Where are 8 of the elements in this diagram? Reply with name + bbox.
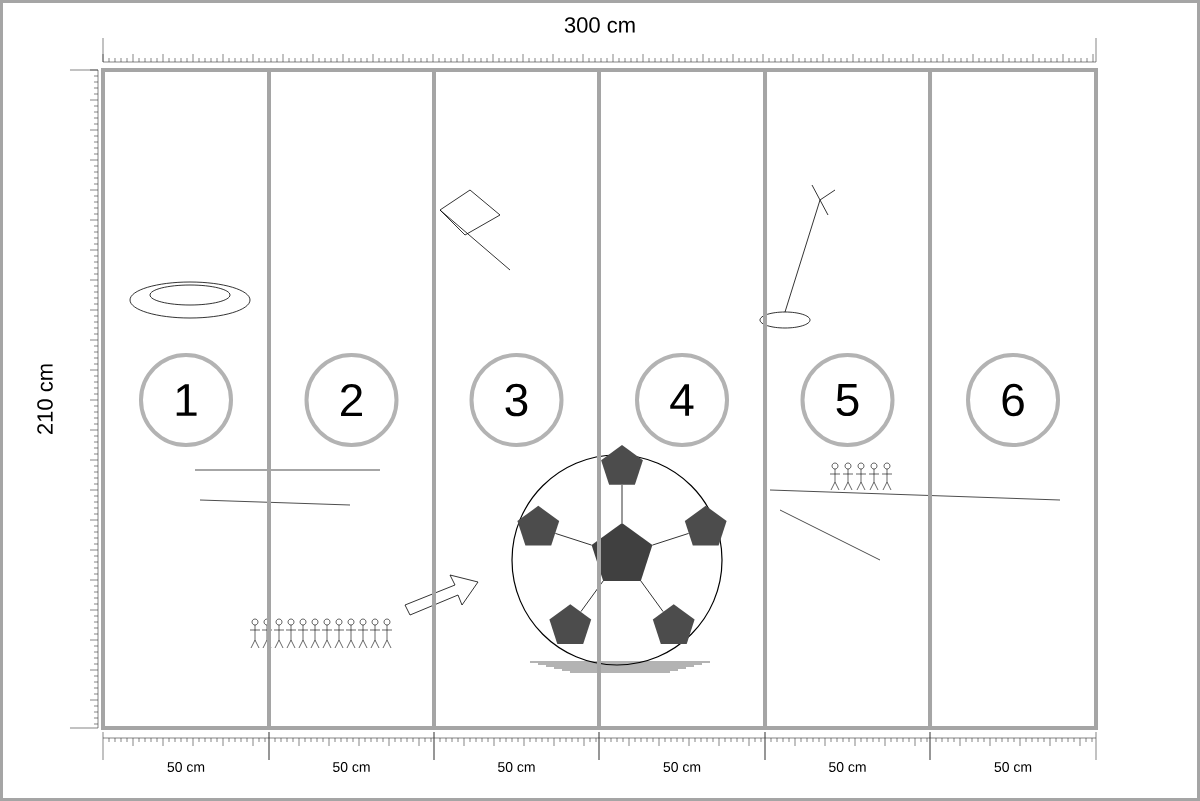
- dimension-label: 50 cm: [829, 762, 866, 772]
- dimension-label: 50 cm: [498, 762, 535, 772]
- dimension-label: 50 cm: [994, 762, 1032, 772]
- dimension-label: 50 cm: [333, 762, 370, 772]
- dimension-label: 300 cm: [564, 17, 635, 33]
- dimension-label: 50 cm: [663, 762, 701, 772]
- dimension-label: 50 cm: [167, 762, 205, 772]
- dimension-label: 210 cm: [37, 364, 53, 434]
